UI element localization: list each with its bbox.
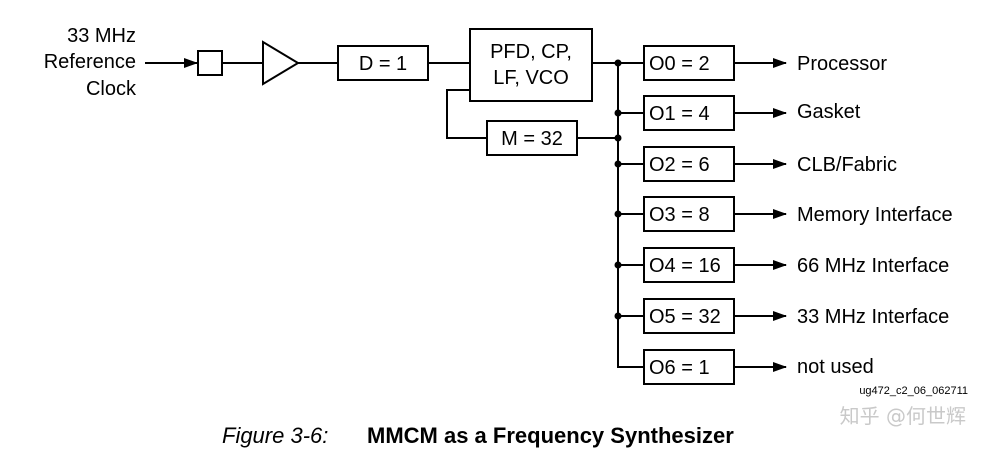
output-target-label: CLB/Fabric	[797, 154, 897, 176]
pll-core-label-line-2: LF, VCO	[493, 67, 569, 89]
output-row-4: O4 = 16 66 MHz Interface	[614, 247, 949, 283]
input-pad	[197, 50, 223, 76]
output-target-label: Memory Interface	[797, 204, 953, 226]
divider-d-box	[337, 45, 429, 81]
caption-title: MMCM as a Frequency Synthesizer	[367, 423, 734, 448]
figure-id: ug472_c2_06_062711	[859, 385, 968, 397]
multiplier-m-label: M = 32	[501, 128, 563, 150]
output-divider-label: O5 = 32	[649, 306, 721, 328]
input-label-line-3: Clock	[86, 78, 137, 100]
output-target-label: 33 MHz Interface	[797, 306, 949, 328]
output-target-label: 66 MHz Interface	[797, 255, 949, 277]
output-divider-box	[643, 349, 735, 385]
output-divider-label: O1 = 4	[649, 103, 710, 125]
output-divider-box	[643, 298, 735, 334]
output-row-2: O2 = 6 CLB/Fabric	[614, 146, 897, 182]
output-target-label: Gasket	[797, 101, 861, 123]
output-divider-label: O4 = 16	[649, 255, 721, 277]
caption-number: Figure 3-6:	[222, 423, 328, 448]
output-divider-label: O6 = 1	[649, 357, 710, 379]
output-row-5: O5 = 32 33 MHz Interface	[614, 298, 949, 334]
output-row-0: O0 = 2 Processor	[614, 45, 887, 81]
output-divider-label: O0 = 2	[649, 53, 710, 75]
divider-d-label: D = 1	[359, 53, 407, 75]
output-target-label: not used	[797, 356, 874, 378]
watermark: 知乎 @何世辉	[840, 404, 966, 428]
output-divider-box	[643, 146, 735, 182]
output-row-3: O3 = 8 Memory Interface	[614, 196, 953, 232]
buffer-triangle	[262, 40, 300, 86]
pll-core-label-line-1: PFD, CP,	[490, 41, 572, 63]
input-label-line-1: 33 MHz	[67, 25, 136, 47]
output-row-6: O6 = 1 not used	[617, 349, 874, 385]
output-divider-label: O2 = 6	[649, 154, 710, 176]
feedback-wire	[446, 89, 487, 139]
output-row-1: O1 = 4 Gasket	[614, 95, 861, 131]
output-divider-box	[643, 196, 735, 232]
input-label-line-2: Reference	[44, 51, 136, 73]
output-target-label: Processor	[797, 53, 887, 75]
pll-core-box	[469, 28, 593, 102]
output-divider-label: O3 = 8	[649, 204, 710, 226]
